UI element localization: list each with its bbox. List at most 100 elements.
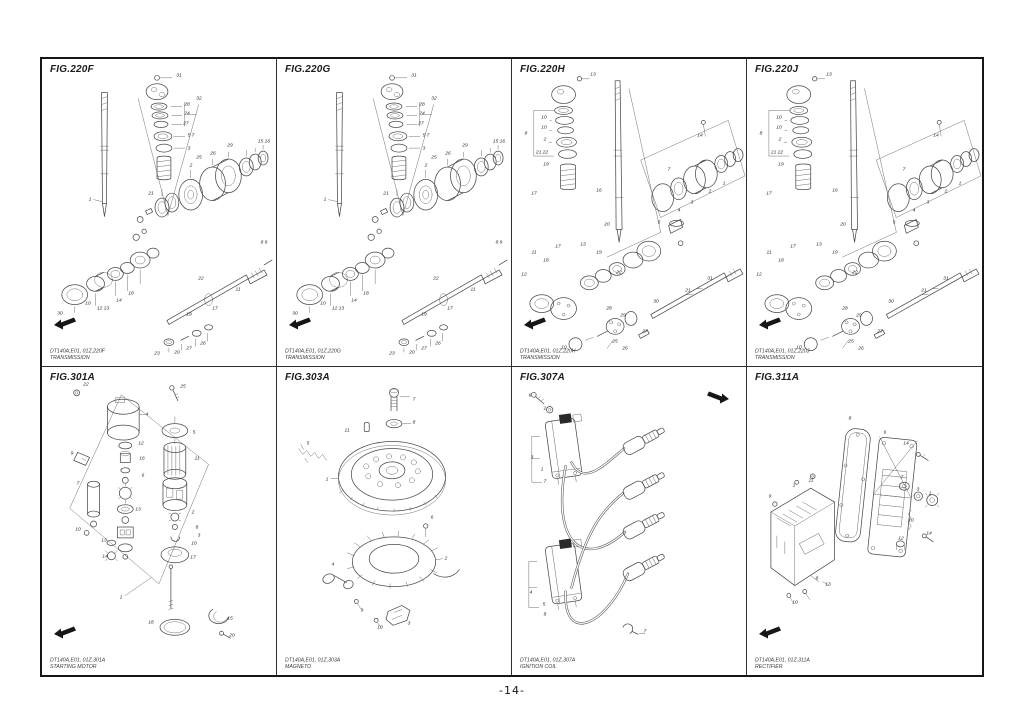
panel-fig-220f: FIG.220F xyxy=(42,59,277,367)
propeller-shaft xyxy=(886,268,980,319)
panel-caption: DT140A,E01, 01Z,303A MAGNETO xyxy=(285,658,340,672)
caption-title-line: TRANSMISSION xyxy=(520,355,560,361)
pickup-coil xyxy=(322,573,362,610)
caption-model-line: DT140A,E01, 01Z,303A xyxy=(285,657,341,664)
bolt-top-right xyxy=(169,385,180,402)
transmission-exploded-diagram xyxy=(296,75,508,353)
caption-title-line: TRANSMISSION xyxy=(755,355,795,361)
gear-assembly-upper xyxy=(887,120,980,212)
fig-label: FIG.311A xyxy=(755,372,800,383)
flywheel xyxy=(330,441,446,516)
transmission-exploded-diagram xyxy=(529,76,746,352)
fwd-arrow-icon xyxy=(53,626,77,639)
bearing-group-lower xyxy=(61,228,160,313)
panel-fig-307a: FIG.307A xyxy=(512,367,747,675)
plug-cap-4 xyxy=(622,553,665,582)
bearing-group-lower xyxy=(764,219,920,320)
gear-assembly-upper xyxy=(651,120,744,212)
fwd-arrow-icon xyxy=(758,626,782,639)
leader-triangle xyxy=(372,98,434,216)
clutch-stack xyxy=(533,76,590,191)
plug-cap-2 xyxy=(622,472,665,500)
caption-title-line: STARTING MOTOR xyxy=(50,664,97,670)
mount-bolt xyxy=(531,392,545,405)
armature-column xyxy=(159,416,191,636)
caption-model-line: DT140A,E01, 01Z,220F xyxy=(50,348,105,355)
fwd-arrow-icon xyxy=(523,317,547,330)
clutch-stack xyxy=(380,75,432,181)
stator xyxy=(347,523,460,589)
small-parts-bottom xyxy=(398,324,448,353)
panel-fig-301a: FIG.301A xyxy=(42,367,277,675)
ignition-coil-1 xyxy=(544,413,583,485)
rectifier-unit xyxy=(770,473,836,604)
clamp-and-screw xyxy=(208,609,231,639)
fwd-arrow-icon xyxy=(288,317,312,330)
caption-model-line: DT140A,E01, 01Z,220J xyxy=(755,348,810,355)
left-parts-column xyxy=(73,452,118,561)
fwd-arrow-icon xyxy=(53,317,77,330)
clutch-hub-group xyxy=(803,311,886,352)
panel-fig-303a: FIG.303A xyxy=(277,367,512,675)
fwd-arrow-icon xyxy=(706,391,730,404)
bearing-group-lower xyxy=(529,219,684,320)
transmission-exploded-diagram xyxy=(61,75,273,353)
magnetic-switch xyxy=(107,397,146,441)
panel-caption: DT140A,E01, 01Z,220H TRANSMISSION xyxy=(520,349,576,363)
caption-model-line: DT140A,E01, 01Z,311A xyxy=(755,657,810,664)
assembly-box xyxy=(876,120,982,218)
fig-label: FIG.307A xyxy=(520,372,565,383)
rectifier-exploded-diagram xyxy=(770,428,940,604)
fig-label: FIG.220J xyxy=(755,64,799,75)
fig-label: FIG.220G xyxy=(285,64,331,75)
panel-caption: DT140A,E01, 01Z,220F TRANSMISSION xyxy=(50,349,105,363)
caption-title-line: TRANSMISSION xyxy=(285,355,325,361)
flywheel-bolt xyxy=(389,387,411,412)
bearing-group-lower xyxy=(296,228,395,313)
center-parts-column xyxy=(116,441,134,560)
driveshaft xyxy=(613,80,624,243)
bracket-leaders xyxy=(528,561,539,608)
transmission-exploded-diagram xyxy=(764,76,982,352)
small-parts-bottom xyxy=(163,324,213,353)
panel-caption: DT140A,E01, 01Z,311A RECTIFIER xyxy=(755,658,810,672)
assembly-box xyxy=(69,394,209,584)
driveshaft xyxy=(93,92,109,217)
caption-model-line: DT140A,E01, 01Z,220H xyxy=(520,348,576,355)
fig-label: FIG.220F xyxy=(50,64,94,75)
caption-title-line: TRANSMISSION xyxy=(50,355,90,361)
assembly-box xyxy=(640,120,746,218)
driveshaft xyxy=(328,92,344,217)
panel-caption: DT140A,E01, 01Z,220J TRANSMISSION xyxy=(755,349,809,363)
fig-label: FIG.301A xyxy=(50,372,95,383)
panel-caption: DT140A,E01, 01Z,307A IGNITION COIL xyxy=(520,658,575,672)
panel-fig-220j: FIG.220J xyxy=(747,59,982,367)
caption-title-line: MAGNETO xyxy=(285,664,312,670)
washer xyxy=(546,406,554,414)
clutch-stack xyxy=(768,76,825,191)
caption-model-line: DT140A,E01, 01Z,301A xyxy=(50,657,106,664)
fwd-arrow-icon xyxy=(758,317,782,330)
propeller-shaft xyxy=(401,259,508,325)
woodruff-key xyxy=(363,422,370,432)
gear-assembly-upper xyxy=(136,144,269,223)
wire-clamp xyxy=(622,623,646,635)
panel-fig-220h: FIG.220H xyxy=(512,59,747,367)
leader-triangle xyxy=(137,98,199,216)
magneto-exploded-diagram xyxy=(298,387,460,628)
caption-title-line: RECTIFIER xyxy=(755,664,783,670)
spring xyxy=(298,444,327,463)
plug-cap-1 xyxy=(622,427,665,455)
spark-plug-wires xyxy=(560,447,630,625)
panel-caption: DT140A,E01, 01Z,220G TRANSMISSION xyxy=(285,349,341,363)
gasket xyxy=(835,428,871,543)
page-number: -14- xyxy=(499,684,525,697)
caption-model-line: DT140A,E01, 01Z,220G xyxy=(285,348,341,355)
propeller-shaft xyxy=(650,268,744,319)
caption-model-line: DT140A,E01, 01Z,307A xyxy=(520,657,576,664)
right-small-parts xyxy=(895,452,940,551)
clutch-stack xyxy=(145,75,197,181)
propeller-shaft xyxy=(166,259,273,325)
coil-bracket xyxy=(373,605,411,628)
clutch-hub-group xyxy=(568,311,650,352)
